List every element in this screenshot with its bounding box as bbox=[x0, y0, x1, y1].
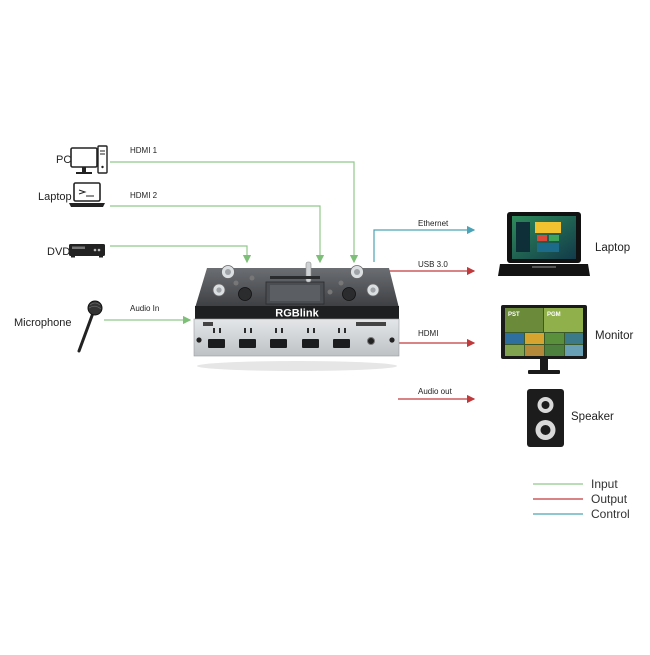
output-lines bbox=[373, 225, 476, 404]
hdmi2-line bbox=[110, 205, 325, 264]
device-brand: RGBlink bbox=[275, 308, 319, 320]
laptop-output-icon bbox=[498, 212, 590, 276]
pc-label: PC bbox=[56, 154, 71, 166]
dvd-line bbox=[110, 245, 252, 264]
laptop-input-label: Laptop bbox=[38, 191, 72, 203]
legend-input-label: Input bbox=[591, 477, 618, 491]
speaker-label: Speaker bbox=[571, 411, 614, 423]
monitor-icon: PST PGM bbox=[501, 305, 587, 374]
microphone-label: Microphone bbox=[14, 317, 71, 329]
legend-output-label: Output bbox=[591, 492, 628, 506]
legend: Input Output Control bbox=[533, 477, 630, 521]
microphone-icon bbox=[77, 300, 103, 353]
dvd-label: DVD bbox=[47, 246, 70, 258]
ethernet-line bbox=[373, 225, 476, 262]
audio-in-label: Audio In bbox=[130, 304, 159, 313]
speaker-icon bbox=[527, 389, 564, 447]
hdmi-out-label: HDMI bbox=[418, 329, 438, 338]
ethernet-label: Ethernet bbox=[418, 219, 449, 228]
dvd-icon bbox=[69, 244, 105, 258]
hdmi1-label: HDMI 1 bbox=[130, 146, 158, 155]
usb-label: USB 3.0 bbox=[418, 260, 448, 269]
input-lines bbox=[104, 161, 359, 325]
audio-out-label: Audio out bbox=[418, 387, 453, 396]
hdmi1-line bbox=[110, 161, 359, 264]
rgblink-device: RGBlink bbox=[193, 261, 400, 371]
monitor-label: Monitor bbox=[595, 330, 634, 342]
pc-icon bbox=[70, 145, 108, 174]
monitor-pgm-label: PGM bbox=[547, 312, 561, 318]
hdmi-ports bbox=[208, 339, 350, 348]
hdmi2-label: HDMI 2 bbox=[130, 191, 158, 200]
laptop-input-icon bbox=[69, 182, 105, 207]
monitor-pst-label: PST bbox=[508, 312, 520, 318]
legend-control-label: Control bbox=[591, 507, 630, 521]
laptop-output-label: Laptop bbox=[595, 242, 630, 254]
